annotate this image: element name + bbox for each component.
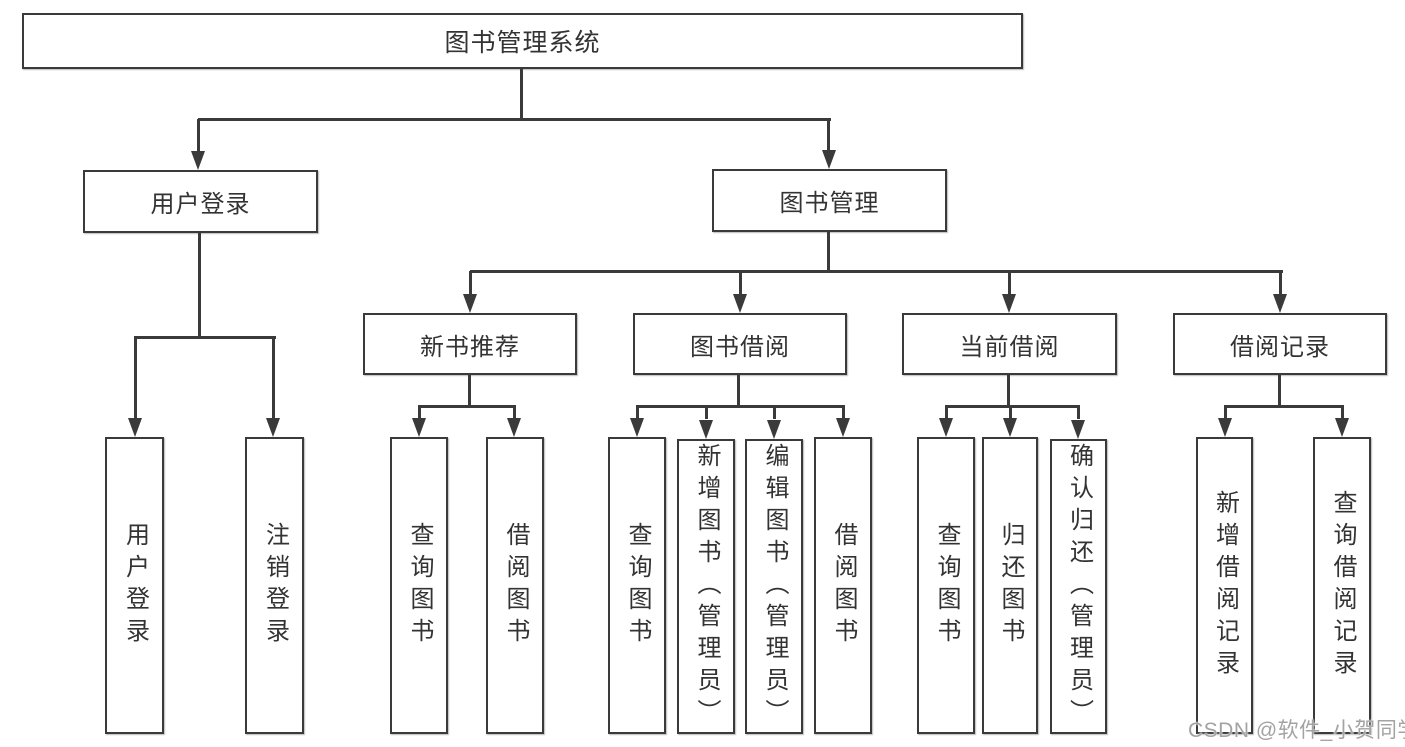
connector-line: [827, 119, 830, 151]
connector-line: [1077, 406, 1080, 419]
arrowhead-down-icon: [507, 418, 521, 437]
connector-line: [945, 405, 1080, 408]
connector-line: [773, 406, 776, 419]
arrowhead-down-icon: [630, 418, 644, 437]
leaf-label: 注销登录: [261, 521, 289, 650]
connector-line: [470, 270, 1283, 273]
leaf-add-books-admin: 新增图书（管理员）: [677, 439, 735, 734]
connector-line: [1224, 406, 1227, 419]
connector-line: [737, 375, 740, 407]
arrowhead-down-icon: [412, 418, 426, 437]
connector-line: [842, 406, 845, 419]
leaf-return-books: 归还图书: [982, 437, 1038, 734]
arrowhead-down-icon: [1002, 294, 1016, 313]
leaf-label: 归还图书: [997, 521, 1024, 650]
node-label: 借阅记录: [1230, 333, 1330, 361]
leaf-label: 查询借阅记录: [1329, 489, 1356, 682]
arrowhead-down-icon: [1003, 418, 1017, 437]
connector-line: [513, 406, 516, 419]
watermark: CSDN @软件_小贺同学: [1188, 719, 1405, 742]
connector-line: [636, 405, 845, 408]
connector-line: [134, 337, 137, 419]
leaf-query-borrow-record: 查询借阅记录: [1313, 437, 1371, 734]
leaf-query-books-recommend: 查询图书: [390, 437, 448, 734]
arrowhead-down-icon: [1218, 418, 1232, 437]
leaf-label: 编辑图书（管理员）: [761, 442, 788, 731]
arrowhead-down-icon: [128, 418, 142, 437]
node-label: 当前借阅: [959, 333, 1060, 361]
arrowhead-down-icon: [463, 294, 477, 313]
leaf-label: 借阅图书: [502, 521, 529, 650]
node-current-borrowing: 当前借阅: [902, 313, 1117, 375]
leaf-query-books-borrow: 查询图书: [608, 437, 666, 734]
node-label: 图书借阅: [690, 333, 790, 361]
connector-line: [739, 271, 742, 295]
leaf-label: 借阅图书: [830, 521, 857, 650]
arrowhead-down-icon: [836, 418, 850, 437]
arrowhead-down-icon: [1335, 418, 1349, 437]
leaf-add-borrow-record: 新增借阅记录: [1196, 437, 1253, 734]
leaf-confirm-return-admin: 确认归还（管理员）: [1050, 439, 1107, 734]
leaf-logout: 注销登录: [245, 437, 304, 734]
leaf-label: 确认归还（管理员）: [1065, 442, 1093, 731]
connector-line: [272, 337, 275, 419]
arrowhead-down-icon: [733, 294, 747, 313]
node-label: 新书推荐: [420, 333, 520, 361]
leaf-borrow-books: 借阅图书: [814, 437, 872, 734]
leaf-label: 新增借阅记录: [1211, 489, 1239, 682]
connector-line: [1341, 406, 1344, 419]
connector-line: [1278, 375, 1281, 407]
connector-line: [1279, 271, 1282, 295]
connector-line: [134, 336, 276, 339]
node-label: 图书管理系统: [444, 29, 601, 57]
connector-line: [1007, 375, 1010, 407]
connector-line: [469, 271, 472, 295]
connector-line: [418, 405, 516, 408]
connector-line: [1008, 271, 1011, 295]
leaf-borrow-books-recommend: 借阅图书: [486, 437, 544, 734]
node-borrowing-records: 借阅记录: [1173, 313, 1387, 375]
node-label: 图书管理: [779, 190, 880, 217]
connector-line: [520, 69, 523, 119]
leaf-user-login: 用户登录: [105, 437, 164, 734]
connector-line: [1009, 406, 1012, 419]
connector-line: [418, 406, 421, 419]
leaf-edit-books-admin: 编辑图书（管理员）: [745, 439, 803, 734]
arrowhead-down-icon: [767, 420, 781, 439]
connector-line: [827, 232, 830, 272]
node-book-borrowing: 图书借阅: [633, 313, 847, 375]
node-label: 用户登录: [150, 191, 251, 218]
connector-line: [197, 119, 200, 152]
arrowhead-down-icon: [1071, 420, 1085, 439]
connector-line: [468, 375, 471, 407]
leaf-query-books-current: 查询图书: [917, 437, 975, 734]
arrowhead-down-icon: [699, 420, 713, 439]
node-new-book-recommendation: 新书推荐: [363, 313, 577, 375]
arrowhead-down-icon: [822, 150, 836, 169]
leaf-label: 新增图书（管理员）: [693, 442, 720, 731]
connector-line: [198, 233, 201, 338]
arrowhead-down-icon: [266, 418, 280, 437]
arrowhead-down-icon: [191, 151, 205, 170]
connector-line: [945, 406, 948, 419]
connector-line: [1224, 405, 1344, 408]
connector-line: [636, 406, 639, 419]
connector-line: [705, 406, 708, 419]
leaf-label: 查询图书: [933, 521, 960, 650]
arrowhead-down-icon: [939, 418, 953, 437]
arrowhead-down-icon: [1273, 294, 1287, 313]
leaf-label: 查询图书: [624, 521, 651, 650]
node-book-management: 图书管理: [712, 169, 947, 232]
connector-line: [198, 118, 831, 121]
node-user-login: 用户登录: [83, 170, 318, 233]
leaf-label: 用户登录: [121, 521, 149, 650]
node-library-management-system: 图书管理系统: [22, 13, 1023, 69]
leaf-label: 查询图书: [406, 521, 433, 650]
